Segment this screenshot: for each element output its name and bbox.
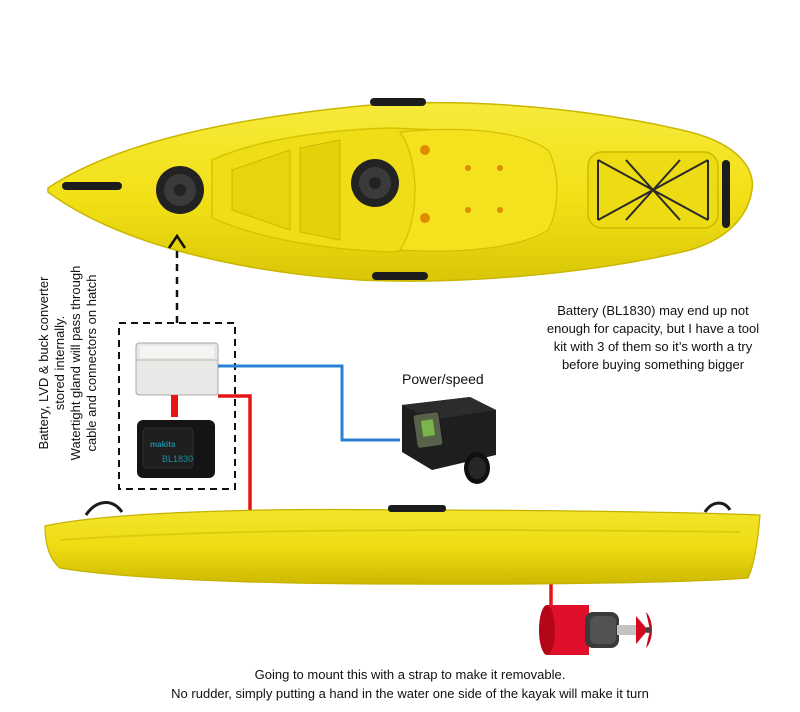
- speed-controller: [402, 397, 496, 484]
- battery-note-line-4: before buying something bigger: [561, 357, 745, 372]
- trolling-motor: [539, 605, 652, 655]
- dashed-arrow: [167, 233, 187, 323]
- junction-box: [135, 342, 219, 396]
- mount-note-line-2: No rudder, simply putting a hand in the …: [171, 686, 649, 701]
- motor-mount-note: Going to mount this with a strap to make…: [40, 665, 780, 703]
- storage-note-line-4: cable and connectors on hatch: [84, 274, 99, 452]
- internal-storage-note: Battery, LVD & buck converter stored int…: [36, 253, 100, 473]
- blue-wire: [218, 364, 400, 442]
- kayak-top-view: [47, 98, 754, 282]
- power-speed-label: Power/speed: [402, 371, 484, 387]
- bungee-cords: [597, 159, 709, 221]
- storage-note-line-1: Battery, LVD & buck converter: [36, 276, 51, 450]
- kayak-handles: [62, 98, 730, 280]
- center-hatch: [351, 159, 399, 207]
- front-hatch: [156, 166, 204, 214]
- battery-bl1830: makita BL1830: [137, 420, 215, 478]
- battery-note-line-2: enough for capacity, but I have a tool: [546, 321, 760, 336]
- battery-capacity-note: Battery (BL1830) may end up not enough f…: [528, 302, 778, 374]
- battery-note-line-3: kit with 3 of them so it’s worth a try: [553, 339, 753, 354]
- kayak-side-view: [44, 501, 761, 585]
- battery-brand-text: makita: [150, 440, 176, 449]
- battery-model-text: BL1830: [162, 454, 193, 464]
- storage-note-line-2: stored internally.: [52, 315, 67, 411]
- mount-note-line-1: Going to mount this with a strap to make…: [254, 667, 566, 682]
- storage-note-line-3: Watertight gland will pass through: [68, 265, 83, 461]
- battery-note-line-1: Battery (BL1830) may end up not: [557, 303, 749, 318]
- internal-storage-box: [118, 322, 236, 490]
